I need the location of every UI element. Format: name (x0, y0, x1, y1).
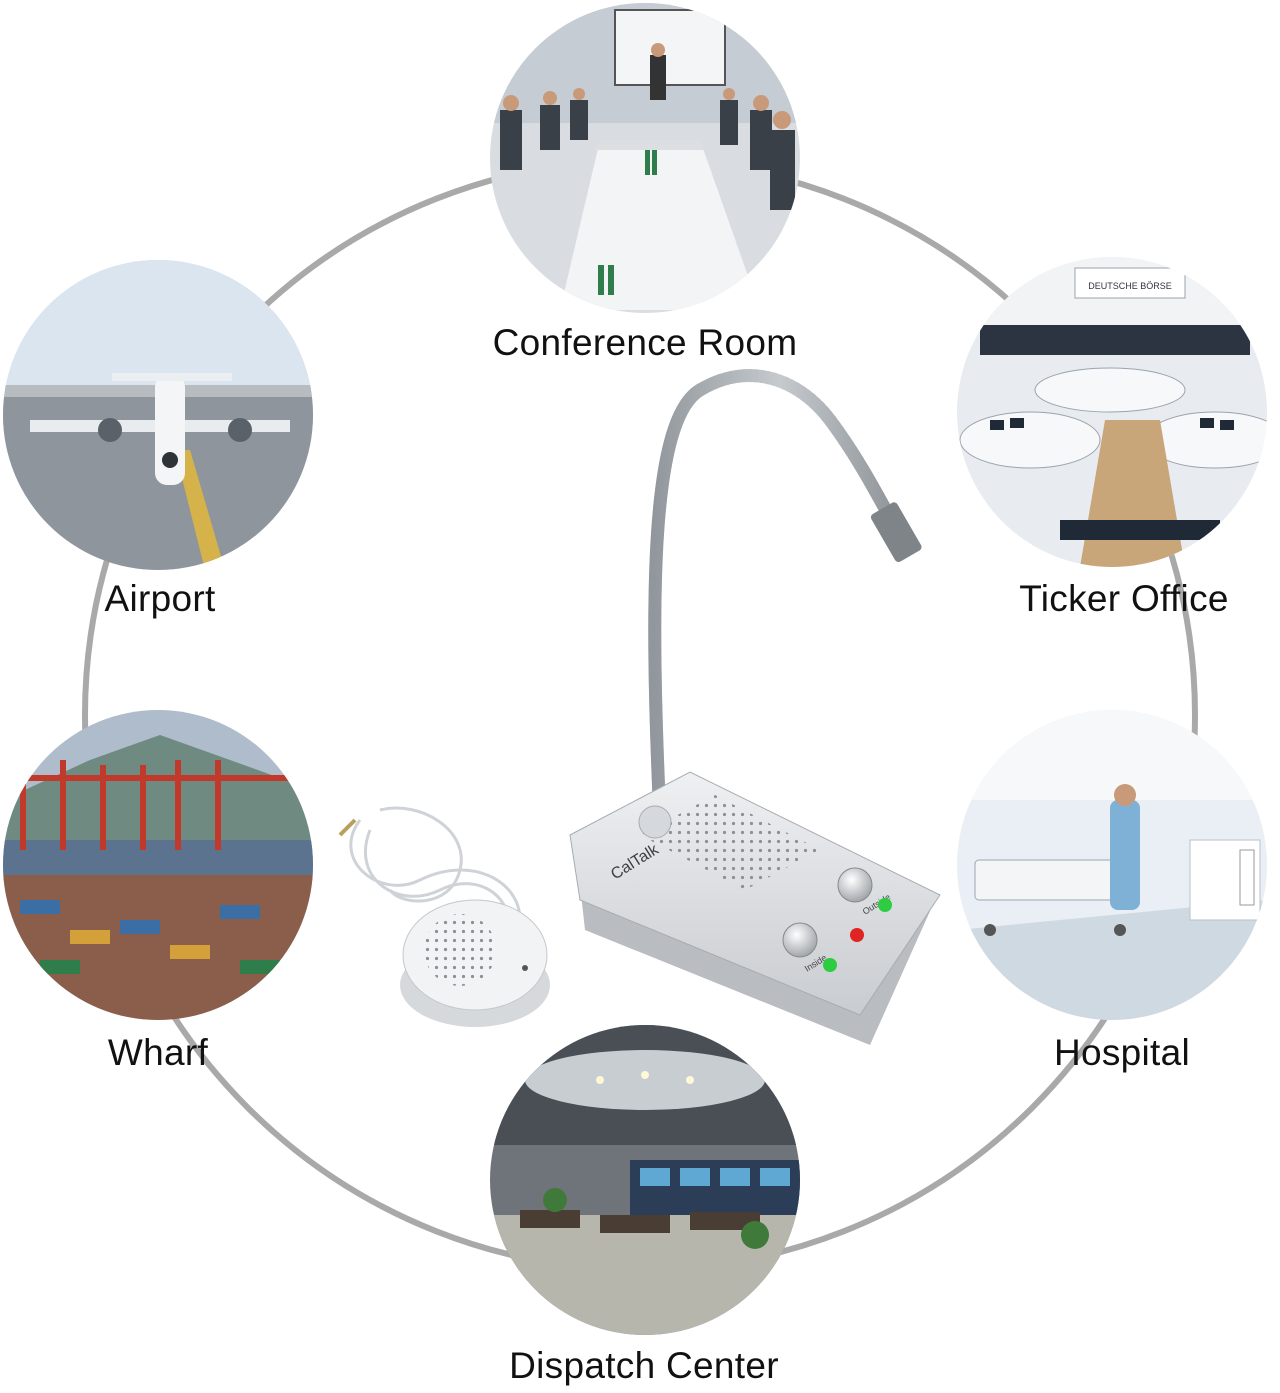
label-dispatch-center: Dispatch Center (509, 1345, 779, 1386)
dispatch-center-photo (490, 1025, 800, 1335)
status-led-green-2 (823, 958, 837, 972)
hospital-photo (957, 710, 1267, 1020)
airport-photo (3, 260, 313, 570)
intercom-base-unit: CalTalk Outside Inside (569, 771, 941, 1045)
sign-text: DEUTSCHE BÖRSE (1088, 281, 1172, 291)
external-speaker-body (400, 899, 550, 1027)
label-conference-room: Conference Room (492, 322, 798, 363)
label-ticker-office: Ticker Office (1019, 578, 1229, 619)
label-wharf: Wharf (107, 1032, 209, 1073)
status-led-green (878, 898, 892, 912)
ticker-office-photo: DEUTSCHE BÖRSE (957, 257, 1267, 567)
wharf-photo (3, 710, 313, 1020)
label-airport: Airport (104, 578, 216, 619)
gooseneck-microphone (648, 369, 922, 827)
status-led-red (850, 928, 864, 942)
conference-room-photo (490, 3, 800, 313)
label-hospital: Hospital (1053, 1032, 1191, 1073)
